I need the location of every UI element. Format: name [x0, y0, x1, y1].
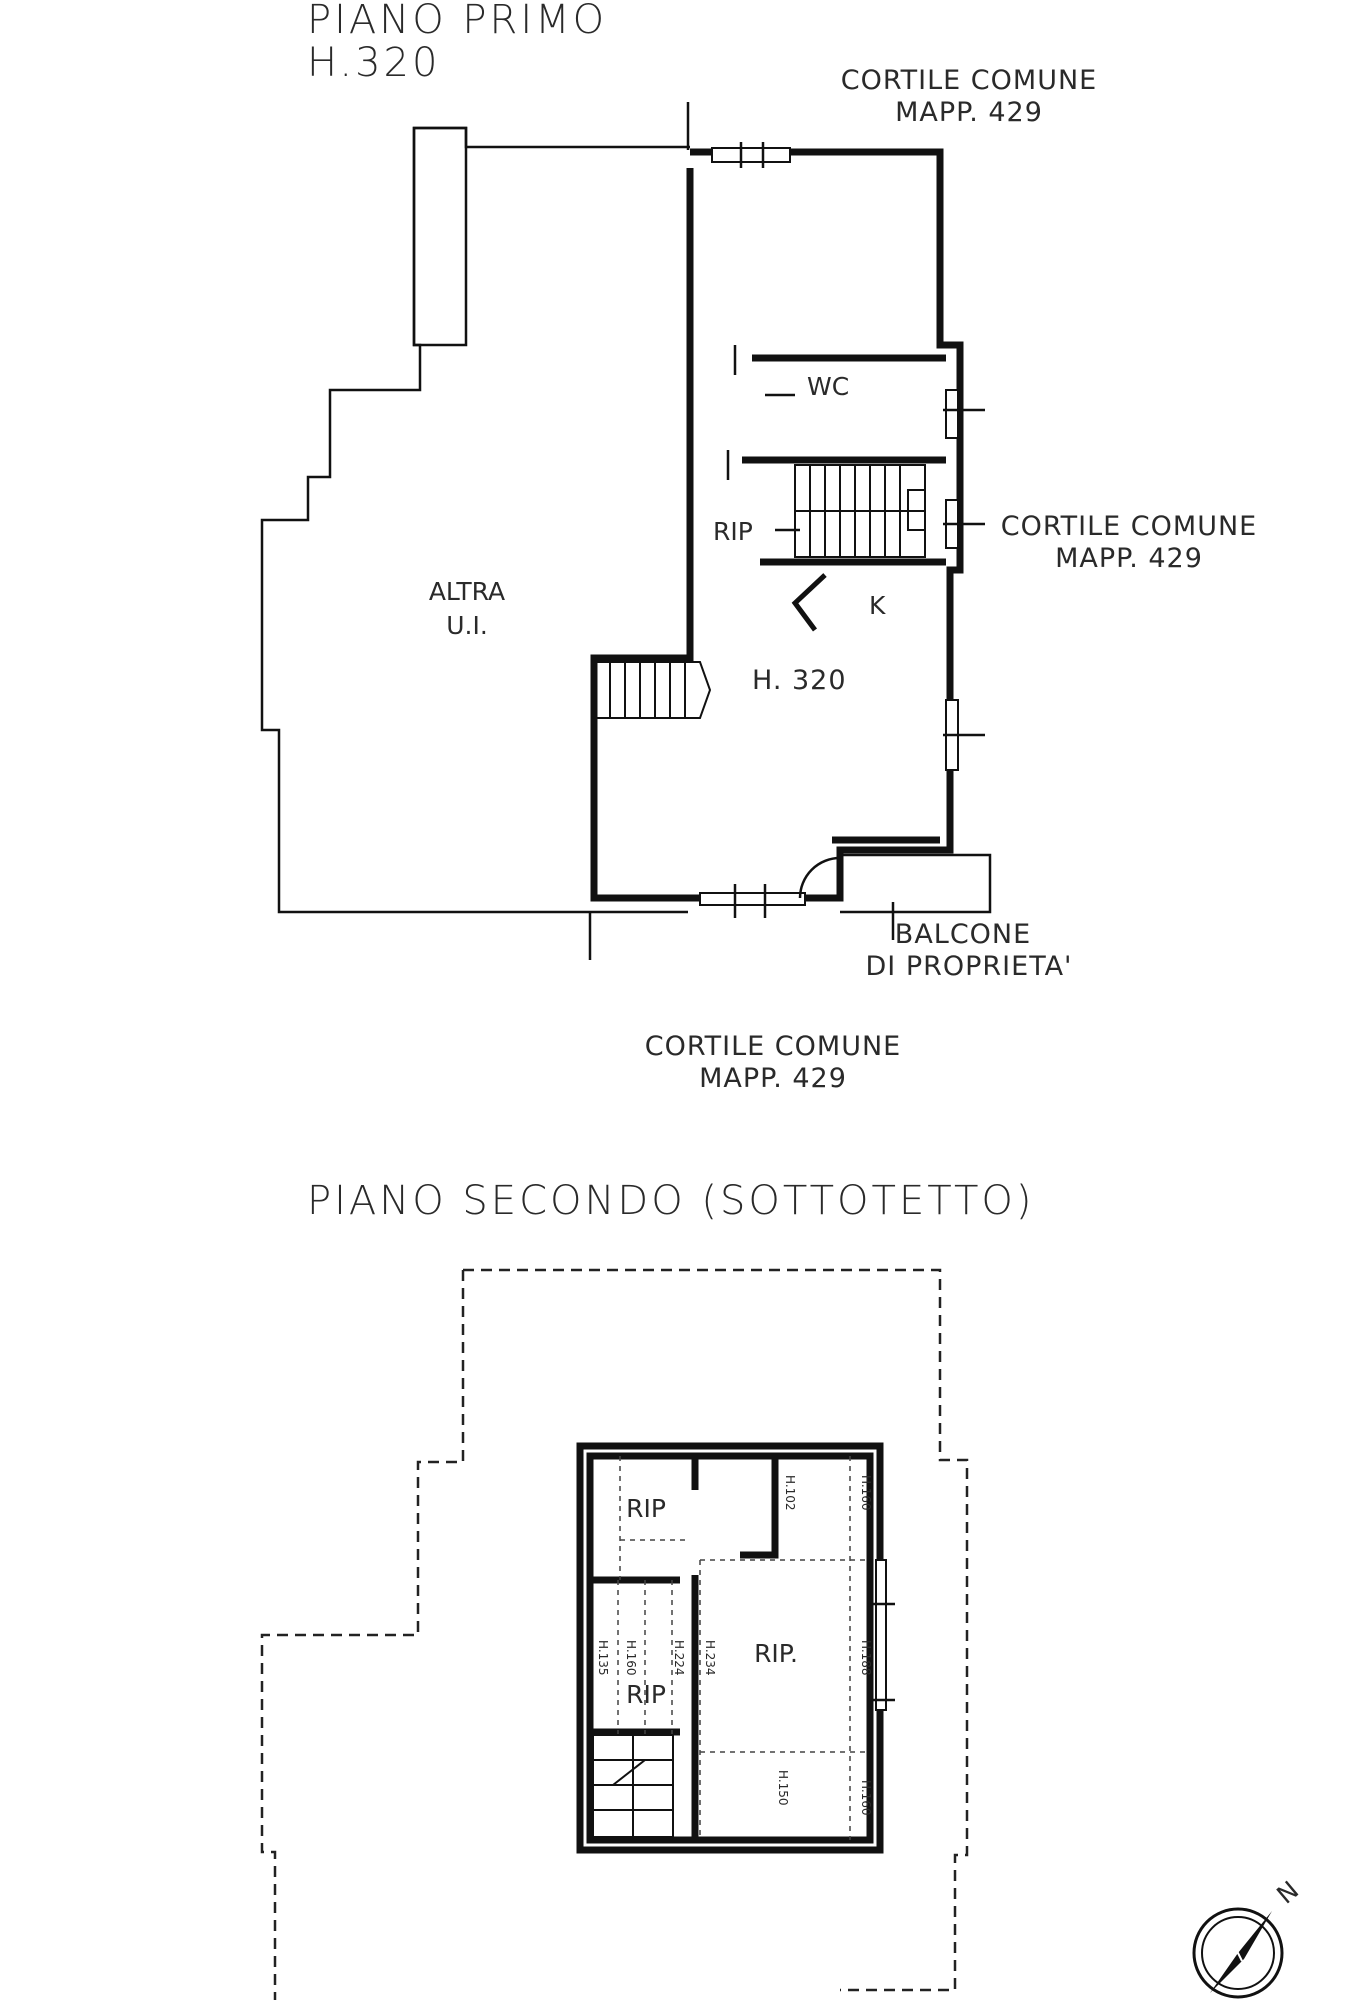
- fixture-marks: [765, 393, 800, 532]
- balcony-label-2: DI PROPRIETA': [866, 951, 1073, 982]
- other-unit-outline: [260, 126, 690, 914]
- attic-outer-walls: [576, 1442, 884, 1854]
- staircase-upper: [794, 464, 926, 558]
- height-h160-left: H.160: [624, 1640, 638, 1676]
- height-h160-bottom: H.160: [859, 1780, 873, 1816]
- height-h188: H.188: [859, 1640, 873, 1676]
- chimney: [412, 126, 468, 347]
- balcony-label-1: BALCONE: [895, 919, 1031, 950]
- attic-window: [875, 1559, 887, 1711]
- first-floor-plan: PIANO PRIMO H.320 CORTILE COMUNE MAPP. 4…: [260, 0, 1257, 1094]
- height-h224: H.224: [672, 1640, 686, 1676]
- courtyard-bottom-label-1: CORTILE COMUNE: [645, 1031, 901, 1062]
- attic-rip-left: RIP: [626, 1680, 666, 1709]
- other-unit-label-1: ALTRA: [429, 577, 505, 606]
- kitchen-counter-mark: [791, 573, 827, 632]
- attic-staircase: [592, 1734, 674, 1838]
- staircase-lower: [594, 661, 712, 719]
- rip-label: RIP: [713, 517, 753, 546]
- balcony-outline: [840, 853, 992, 914]
- first-floor-title: PIANO PRIMO: [307, 0, 607, 43]
- north-compass-icon: N: [1192, 1875, 1304, 1999]
- attic-rip-main: RIP.: [754, 1639, 798, 1668]
- window-right-1: [945, 389, 959, 439]
- wc-partitions: [742, 354, 946, 844]
- height-h160-top: H.160: [859, 1475, 873, 1511]
- attic-rip-top: RIP: [626, 1494, 666, 1523]
- wc-label: WC: [807, 372, 849, 401]
- first-floor-height: H.320: [307, 40, 440, 86]
- height-h234: H.234: [703, 1640, 717, 1676]
- attic-partitions: [590, 1456, 779, 1840]
- height-h102: H.102: [783, 1475, 797, 1511]
- courtyard-right-label-2: MAPP. 429: [1055, 543, 1203, 574]
- second-floor-title: PIANO SECONDO (SOTTOTETTO): [307, 1178, 1035, 1224]
- courtyard-top-label-1: CORTILE COMUNE: [841, 65, 1097, 96]
- window-top: [711, 147, 791, 163]
- compass-north-label: N: [1271, 1875, 1304, 1909]
- roof-outline-dashed: [260, 1268, 969, 2000]
- height-h135: H.135: [596, 1640, 610, 1676]
- other-unit-label-2: U.I.: [446, 611, 488, 640]
- partition-ticks: [726, 345, 737, 480]
- second-floor-plan: PIANO SECONDO (SOTTOTETTO) RIP RIP RIP. …: [260, 1178, 1035, 2000]
- kitchen-label: K: [869, 591, 886, 620]
- height-h150: H.150: [776, 1770, 790, 1806]
- height-lines: [617, 1456, 868, 1840]
- courtyard-bottom-label-2: MAPP. 429: [699, 1063, 847, 1094]
- window-bottom: [699, 892, 806, 906]
- height-label: H. 320: [752, 665, 847, 696]
- courtyard-right-label-1: CORTILE COMUNE: [1001, 511, 1257, 542]
- apartment-walls: [590, 148, 964, 902]
- door-swing: [798, 856, 841, 899]
- courtyard-top-label-2: MAPP. 429: [895, 97, 1043, 128]
